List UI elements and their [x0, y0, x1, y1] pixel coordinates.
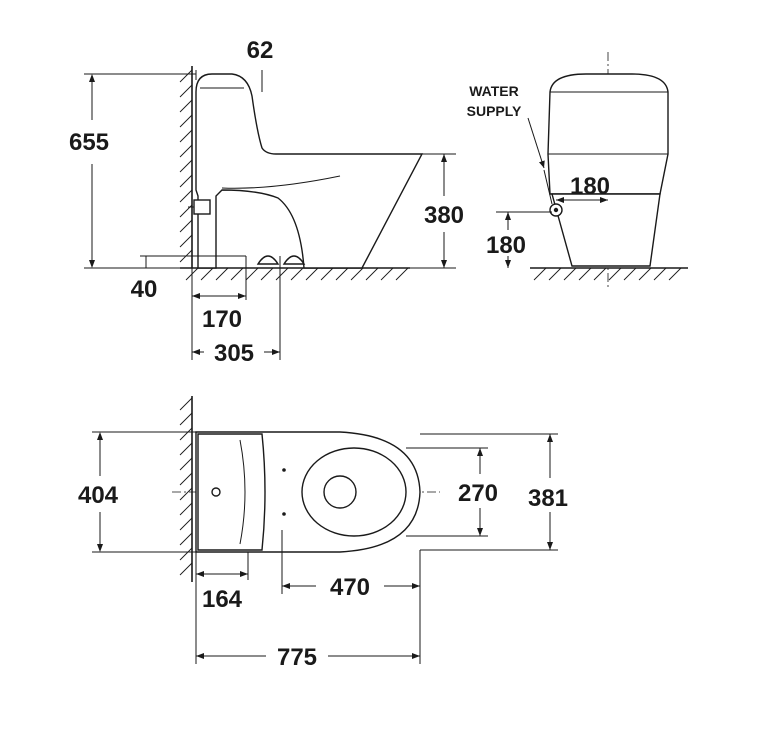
water-supply-label-line2: SUPPLY — [467, 103, 522, 119]
back-view: WATER SUPPLY 180 180 — [467, 52, 688, 290]
dim-rough-in: 305 — [214, 340, 254, 367]
side-wall-hatch — [179, 69, 193, 263]
dim-overall-length: 775 — [277, 644, 317, 671]
dim-tank-depth: 164 — [202, 586, 243, 613]
dim-supply-height: 180 — [486, 232, 526, 259]
top-wall-hatch — [179, 397, 193, 576]
top-view: 404 270 381 164 470 — [78, 396, 568, 671]
side-water-valve — [193, 199, 211, 215]
side-outlet-left — [256, 255, 280, 265]
side-bowl-rim — [221, 175, 341, 189]
dim-outlet-distance: 170 — [202, 306, 242, 333]
back-floor-hatch — [533, 267, 682, 281]
side-view: 655 62 380 40 170 305 — [69, 37, 464, 367]
side-outlet-right — [282, 255, 306, 265]
dim-bowl-width: 381 — [528, 485, 568, 512]
dim-tank-width: 404 — [78, 482, 119, 509]
dim-bowl-height: 380 — [424, 202, 464, 229]
side-toilet-body — [195, 73, 424, 269]
dim-seat-opening: 270 — [458, 480, 498, 507]
top-tank-edge — [239, 439, 246, 545]
side-floor-hatch — [185, 267, 409, 281]
dim-floor-offset: 40 — [131, 276, 158, 303]
top-flush-button — [211, 487, 221, 497]
back-base — [551, 193, 661, 267]
back-supply-pipe — [543, 169, 553, 205]
water-supply-label-line1: WATER — [469, 83, 519, 99]
top-tank — [197, 433, 266, 551]
dim-tank-offset: 62 — [247, 37, 274, 64]
dim-bowl-length: 470 — [330, 574, 370, 601]
dim-height-total: 655 — [69, 129, 109, 156]
top-bowl-opening — [323, 475, 357, 509]
dim-supply-offset: 180 — [570, 173, 610, 200]
back-tank — [547, 73, 669, 195]
